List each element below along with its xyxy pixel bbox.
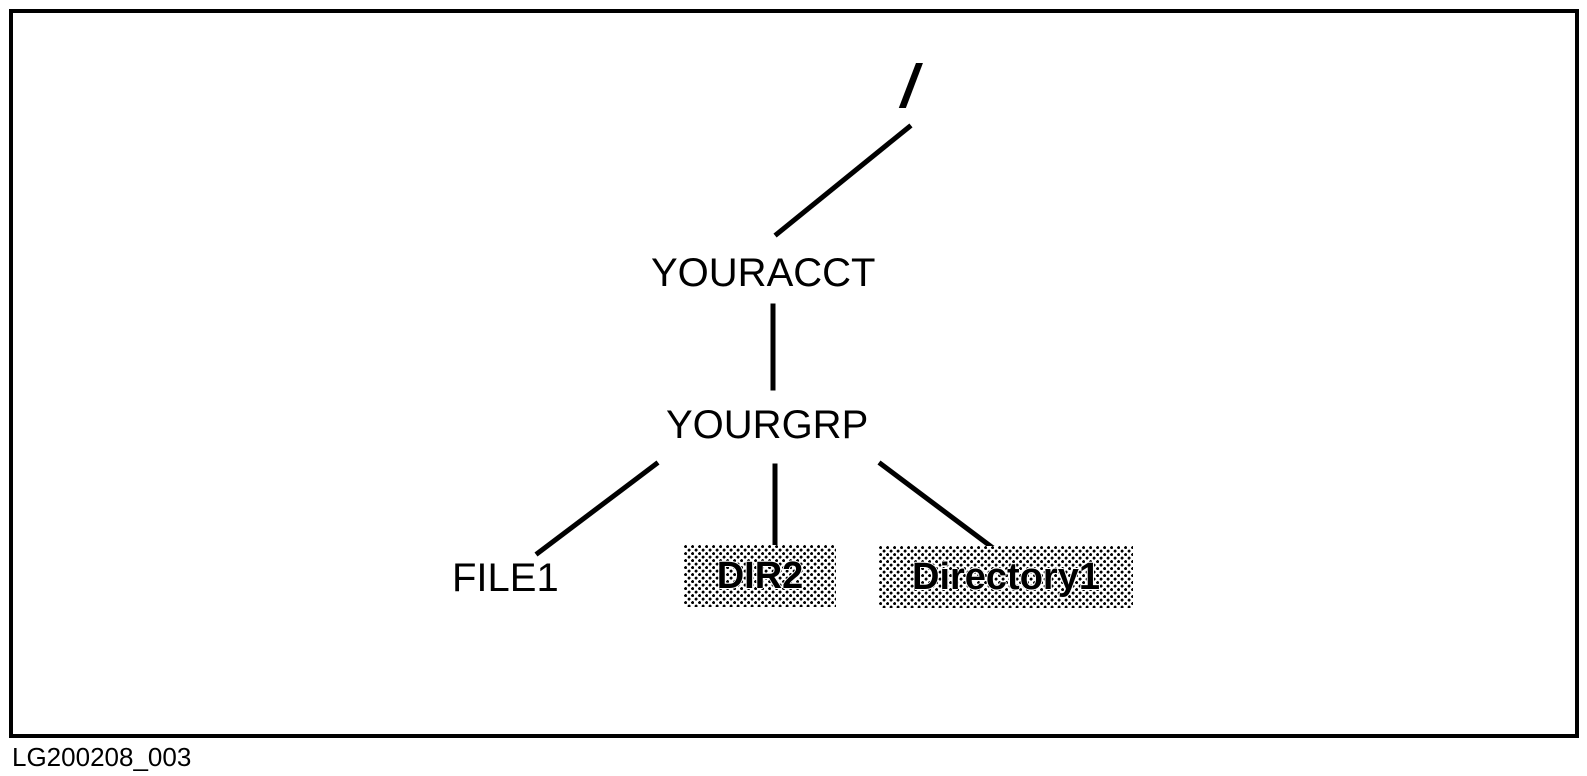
tree-node-file1[interactable]: FILE1 [452,556,559,600]
figure-frame-border [9,9,1579,738]
tree-node-directory1-label: Directory1 [912,555,1100,598]
tree-node-dir2[interactable]: DIR2 [684,545,836,607]
tree-node-yourgrp[interactable]: YOURGRP [666,403,869,447]
figure-caption: LG200208_003 [12,742,192,772]
tree-node-youracct[interactable]: YOURACCT [651,251,876,295]
tree-node-root[interactable]: / [901,53,918,120]
tree-node-dir2-label: DIR2 [716,554,804,597]
tree-node-directory1[interactable]: Directory1 [879,546,1133,608]
